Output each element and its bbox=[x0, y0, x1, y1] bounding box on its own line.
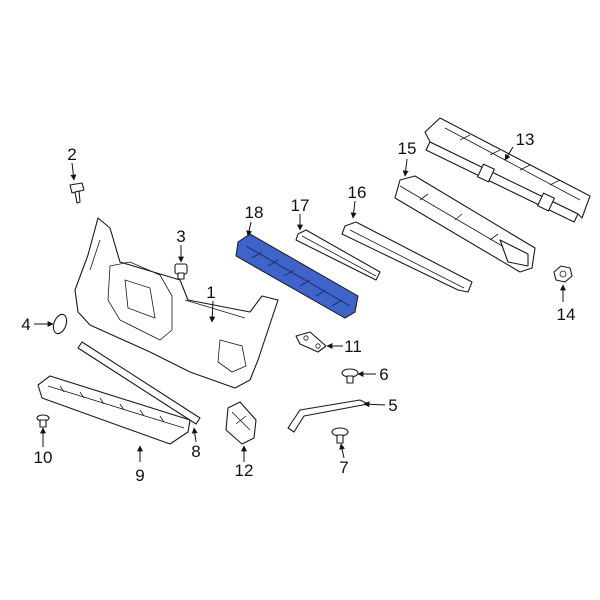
clip-part-3[interactable] bbox=[174, 263, 188, 280]
callout-labels: 1 2 3 4 5 6 7 8 9 10 11 12 13 14 15 16 1… bbox=[21, 130, 575, 485]
callout-4: 4 bbox=[21, 315, 30, 334]
push-pin-part-7[interactable] bbox=[331, 427, 349, 444]
callout-14: 14 bbox=[557, 305, 576, 324]
push-pin-part-10[interactable] bbox=[36, 414, 50, 428]
callout-11: 11 bbox=[344, 337, 362, 356]
trim-molding-part[interactable] bbox=[287, 399, 369, 433]
bolt-part-2[interactable] bbox=[69, 182, 85, 204]
callout-16: 16 bbox=[348, 183, 367, 202]
grille-bezel-part[interactable] bbox=[225, 401, 257, 445]
callout-18: 18 bbox=[245, 203, 264, 222]
callout-3: 3 bbox=[176, 227, 185, 246]
callout-17: 17 bbox=[291, 196, 310, 215]
callout-12: 12 bbox=[235, 461, 254, 480]
callout-1: 1 bbox=[206, 283, 215, 302]
bumper-cover-part[interactable] bbox=[74, 217, 279, 389]
valance-strip-part[interactable] bbox=[77, 341, 201, 425]
callout-6: 6 bbox=[379, 365, 388, 384]
leader-lines bbox=[34, 146, 566, 462]
energy-absorber-part[interactable] bbox=[394, 175, 536, 273]
splash-shield-part[interactable] bbox=[37, 375, 191, 445]
callout-7: 7 bbox=[339, 458, 348, 477]
bracket-part[interactable] bbox=[295, 331, 327, 353]
callout-8: 8 bbox=[191, 442, 200, 461]
callout-9: 9 bbox=[135, 466, 144, 485]
callout-5: 5 bbox=[388, 396, 397, 415]
bumper-bracket-part[interactable] bbox=[295, 229, 381, 281]
push-pin-part-6[interactable] bbox=[341, 368, 359, 384]
absorber-strip-part[interactable] bbox=[341, 221, 473, 293]
nut-part-14[interactable] bbox=[553, 265, 573, 283]
callout-2: 2 bbox=[67, 145, 76, 164]
callout-10: 10 bbox=[34, 448, 53, 467]
callout-15: 15 bbox=[398, 139, 417, 158]
tow-hook-cover-part[interactable] bbox=[51, 313, 69, 336]
reinforcement-beam-part[interactable] bbox=[424, 117, 591, 223]
callout-13: 13 bbox=[516, 130, 535, 149]
